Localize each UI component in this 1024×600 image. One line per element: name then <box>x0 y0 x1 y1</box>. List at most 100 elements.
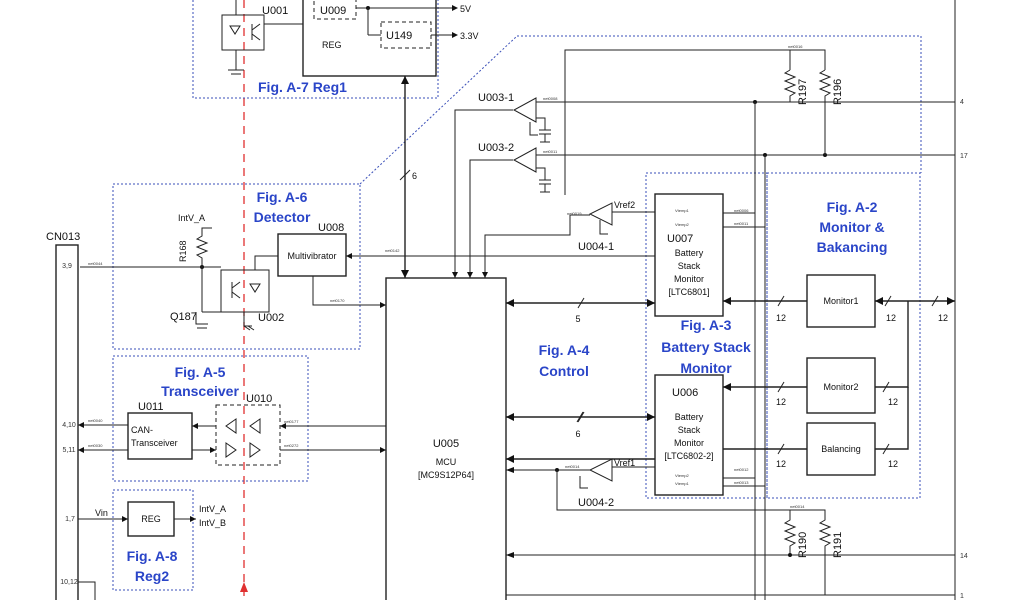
monitor2-box <box>806 357 876 414</box>
reg2-label: REG <box>141 514 161 524</box>
svg-text:net0016: net0016 <box>788 44 803 49</box>
edge-pin-14: 14 <box>960 553 968 560</box>
u006-box <box>654 374 724 496</box>
bus-count-bal-left: 12 <box>776 459 786 469</box>
u007-box <box>654 193 724 317</box>
u008-label: U008 <box>318 222 344 234</box>
region-monitor-subtitle: Monitor & <box>819 219 884 235</box>
u001-label: U001 <box>262 5 288 17</box>
r191-resistor-icon <box>790 509 832 595</box>
svg-text:net0170: net0170 <box>330 298 345 303</box>
5v-label: 5V <box>460 4 471 14</box>
pin-5-11: 5,11 <box>62 447 75 454</box>
svg-text:net0006: net0006 <box>734 208 749 213</box>
u007-desc-1: Battery <box>675 248 704 258</box>
pin-3-9: 3,9 <box>62 263 72 270</box>
u007-desc-3: Monitor <box>674 274 704 284</box>
svg-text:net0044: net0044 <box>88 261 103 266</box>
svg-text:net0030: net0030 <box>88 443 103 448</box>
u009-label: U009 <box>320 5 346 17</box>
u001-box <box>221 14 265 51</box>
u006-desc-1: Battery <box>675 412 704 422</box>
u011-label: U011 <box>138 401 163 413</box>
region-reg2 <box>112 489 194 591</box>
svg-text:net0142: net0142 <box>385 248 400 253</box>
u006-desc-2: Stack <box>678 425 701 435</box>
svg-text:net0011: net0011 <box>734 221 749 226</box>
u004-2-label: U004-2 <box>578 497 614 509</box>
bus-count-m1-right: 12 <box>886 313 896 323</box>
r190-label: R190 <box>797 532 809 558</box>
u002-label: U002 <box>258 312 284 324</box>
svg-text:Vtemp1: Vtemp1 <box>675 481 690 486</box>
mcu-label: MCU <box>436 457 457 467</box>
u005-label: U005 <box>433 438 459 450</box>
region-monitor-title: Fig. A-2 <box>827 199 878 215</box>
monitor2-label: Monitor2 <box>823 382 858 392</box>
bus-count-bal-right: 12 <box>888 459 898 469</box>
can-transceiver-box <box>127 412 193 460</box>
region-stack-subtitle: Battery Stack <box>661 339 751 355</box>
region-control-subtitle: Control <box>539 363 589 379</box>
svg-text:net0011: net0011 <box>543 149 558 154</box>
intv-b-out-label: IntV_B <box>199 518 226 528</box>
vin-label: Vin <box>95 508 108 518</box>
u003-2-opamp-icon <box>512 147 537 173</box>
bus-count-m2-left: 12 <box>776 397 786 407</box>
u007-label: U007 <box>667 233 693 245</box>
svg-text:net0013: net0013 <box>734 480 749 485</box>
multivibrator-box <box>277 233 347 277</box>
balancing-box <box>806 422 876 476</box>
u001-diode-icon <box>229 25 241 35</box>
region-control-top <box>517 35 922 173</box>
can-transceiver-label-2: Transceiver <box>131 438 178 448</box>
svg-text:Vtemp2: Vtemp2 <box>675 473 690 478</box>
svg-text:net0272: net0272 <box>284 443 299 448</box>
vref2-label: Vref2 <box>614 200 635 210</box>
intv-a-out-label: IntV_A <box>199 504 226 514</box>
u004-1-opamp-icon <box>588 202 613 226</box>
q187-label: Q187 <box>170 311 197 323</box>
svg-text:net0040: net0040 <box>88 418 103 423</box>
bus-count-m2-right: 12 <box>888 397 898 407</box>
svg-text:net0014: net0014 <box>565 464 580 469</box>
region-stack <box>645 172 768 499</box>
u004-2-opamp-icon <box>588 458 613 482</box>
u010-box <box>215 404 281 466</box>
svg-text:Vtemp2: Vtemp2 <box>675 222 690 227</box>
u010-label: U010 <box>246 393 272 405</box>
r196-resistor-icon <box>818 69 832 155</box>
bus-count-reg-mcu: 6 <box>412 171 417 181</box>
region-detector-subtitle: Detector <box>254 209 311 225</box>
u006-desc-3: Monitor <box>674 438 704 448</box>
isolation-arrow <box>240 582 248 592</box>
pin-1-7: 1,7 <box>65 516 75 523</box>
svg-text:net0012: net0012 <box>734 467 749 472</box>
u004-1-label: U004-1 <box>578 241 614 253</box>
balancing-label: Balancing <box>821 444 861 454</box>
edge-pin-17: 17 <box>960 153 968 160</box>
mcu-part-label: [MC9S12P64] <box>418 470 474 480</box>
r168-label: R168 <box>178 240 188 262</box>
cn013-connector <box>55 244 79 600</box>
monitor1-box <box>806 274 876 328</box>
u006-label: U006 <box>672 387 698 399</box>
svg-text:net0177: net0177 <box>284 419 299 424</box>
region-reg2-title: Fig. A-8 <box>127 548 178 564</box>
pin-10-12: 10,12 <box>60 579 78 586</box>
edge-pin-4: 4 <box>960 99 964 106</box>
r197-label: R197 <box>797 79 809 105</box>
region-transceiver <box>112 355 309 482</box>
u002-diode-icon <box>249 283 261 293</box>
region-transceiver-title: Fig. A-5 <box>175 364 226 380</box>
vref1-label: Vref1 <box>614 458 635 468</box>
region-transceiver-subtitle: Transceiver <box>161 383 239 399</box>
region-reg1-title: Fig. A-7 Reg1 <box>258 79 347 95</box>
region-monitor <box>766 172 921 499</box>
r191-label: R191 <box>832 532 844 558</box>
reg1-box <box>302 0 437 77</box>
intv-a-label: IntV_A <box>178 213 205 223</box>
region-reg1 <box>192 0 439 99</box>
region-control-title: Fig. A-4 <box>539 342 590 358</box>
